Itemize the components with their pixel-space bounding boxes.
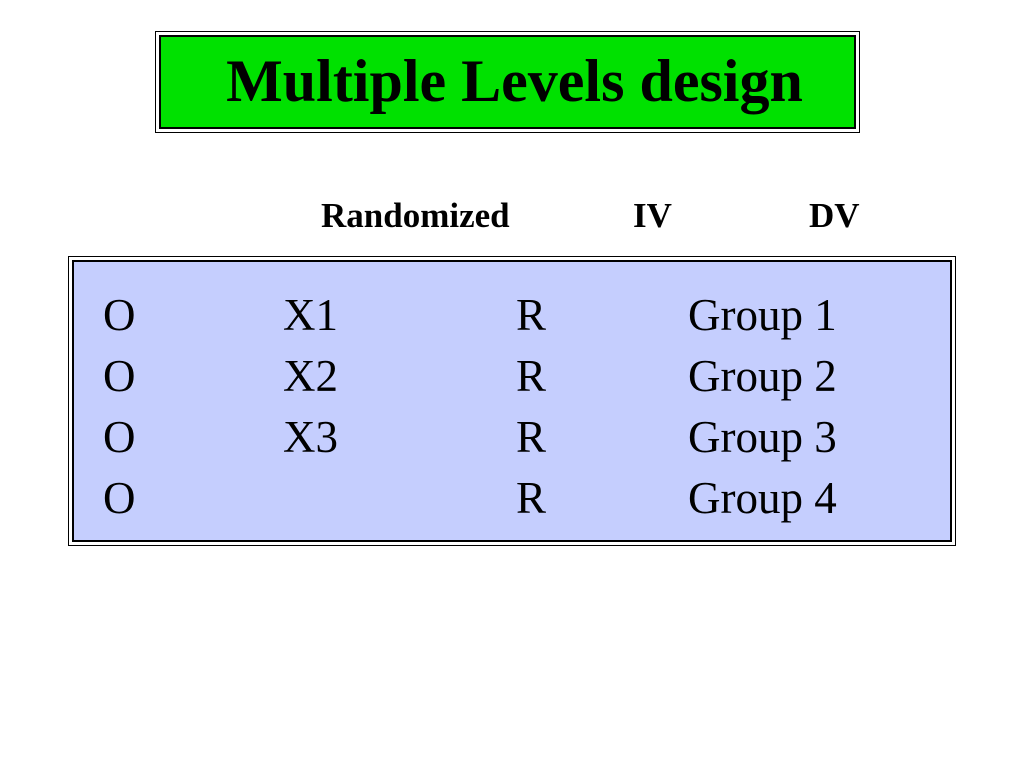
table-row: O R Group 4 xyxy=(74,476,950,536)
observation-cell: O xyxy=(103,412,136,462)
observation-cell: O xyxy=(103,290,136,340)
treatment-cell: X3 xyxy=(283,412,338,462)
group-cell: Group 4 xyxy=(688,473,837,523)
title-panel: Multiple Levels design xyxy=(159,35,856,129)
slide-title: Multiple Levels design xyxy=(226,48,803,114)
group-cell: Group 2 xyxy=(688,351,837,401)
table-row: O X1 R Group 1 xyxy=(74,293,950,353)
table-row: O X3 R Group 3 xyxy=(74,415,950,475)
observation-cell: O xyxy=(103,351,136,401)
group-cell: Group 1 xyxy=(688,290,837,340)
design-table: O X1 R Group 1 O X2 R Group 2 O X3 R Gro… xyxy=(72,260,952,542)
observation-cell: O xyxy=(103,473,136,523)
header-randomized: Randomized xyxy=(321,196,510,235)
randomized-cell: R xyxy=(516,351,547,401)
title-box: Multiple Levels design xyxy=(155,31,860,133)
treatment-cell: X2 xyxy=(283,351,338,401)
header-iv: IV xyxy=(633,196,672,235)
header-dv: DV xyxy=(809,196,860,235)
randomized-cell: R xyxy=(516,290,547,340)
treatment-cell: X1 xyxy=(283,290,338,340)
group-cell: Group 3 xyxy=(688,412,837,462)
randomized-cell: R xyxy=(516,412,547,462)
randomized-cell: R xyxy=(516,473,547,523)
design-table-box: O X1 R Group 1 O X2 R Group 2 O X3 R Gro… xyxy=(68,256,956,546)
table-row: O X2 R Group 2 xyxy=(74,354,950,414)
